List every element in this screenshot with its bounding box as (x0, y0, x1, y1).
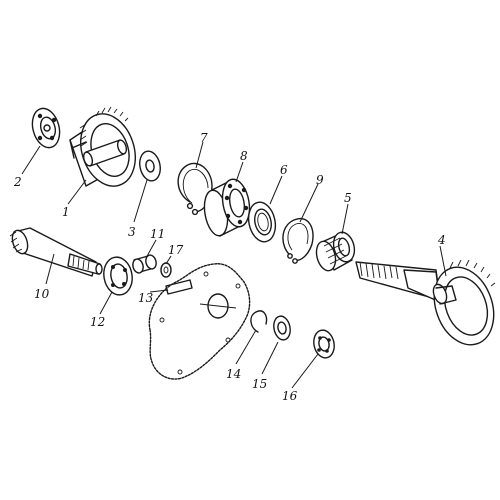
label-11: 11 (150, 227, 165, 241)
label-13: 13 (138, 291, 154, 305)
part-11-bolt (132, 254, 157, 274)
label-14: 14 (226, 367, 241, 381)
part-3-washer (139, 150, 161, 182)
label-7: 7 (200, 131, 208, 145)
gasket (148, 263, 251, 380)
part-17-washer (160, 262, 172, 278)
part-10-input-shaft (9, 227, 103, 277)
part-5-needle-bearing (315, 231, 356, 272)
label-3: 3 (128, 225, 136, 239)
label-12: 12 (90, 315, 105, 329)
label-1: 1 (62, 205, 70, 219)
label-8: 8 (240, 149, 248, 163)
label-17: 17 (168, 243, 184, 257)
label-5: 5 (344, 191, 352, 205)
label-9: 9 (316, 173, 324, 187)
label-2: 2 (13, 175, 22, 189)
part-4-drive-shaft (355, 259, 496, 346)
part-2-ball-bearing (31, 107, 61, 149)
part-14-circlip (250, 310, 268, 333)
part-12-bearing (103, 256, 133, 296)
part-6-seal (247, 201, 277, 243)
part-labels: 2 1 3 7 8 6 9 5 4 10 12 11 17 13 14 15 1… (13, 131, 446, 403)
label-16: 16 (282, 389, 298, 403)
leader-lines (21, 141, 447, 389)
part-15-seal (273, 315, 291, 341)
part-13-dowel-pin (165, 279, 193, 295)
part-1-gear (69, 106, 136, 187)
label-6: 6 (280, 163, 288, 177)
part-16-bearing (313, 329, 335, 359)
part-9-circlip (282, 217, 314, 264)
label-4: 4 (437, 233, 446, 247)
label-10: 10 (34, 287, 50, 301)
label-15: 15 (252, 377, 267, 391)
part-8-ball-bearing (203, 178, 251, 237)
